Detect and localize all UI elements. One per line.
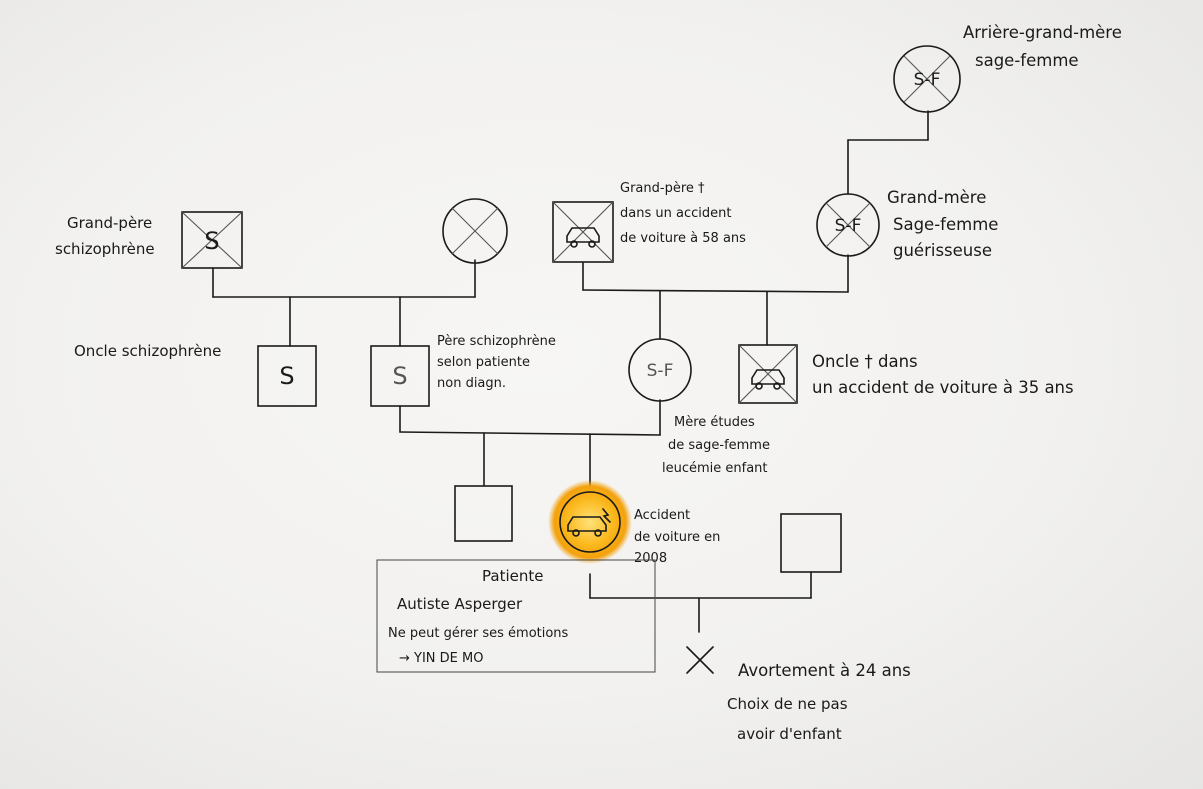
- mother-initials: S-F: [647, 361, 674, 381]
- car-crash-icon: [567, 508, 611, 537]
- grandmother-maternal-symbol: S-F: [816, 193, 880, 257]
- father-label-1: Père schizophrène: [437, 334, 556, 349]
- patient-label-therapy: → YIN DE MO: [399, 651, 483, 666]
- partner-symbol: [780, 513, 842, 573]
- abortion-symbol: [686, 646, 714, 674]
- grandmother-paternal-symbol: [442, 198, 508, 264]
- grandfather-paternal-label-1: Grand-père: [67, 214, 152, 232]
- grandmother-maternal-label-2: Sage-femme: [893, 215, 998, 234]
- great-grandmother-label-2: sage-femme: [975, 51, 1079, 70]
- mother-label-1: Mère études: [674, 415, 755, 430]
- grandmother-maternal-label-3: guérisseuse: [893, 241, 992, 260]
- great-grandmother-symbol: S-F: [893, 45, 961, 113]
- patient-label-title: Patiente: [482, 567, 543, 585]
- grandfather-paternal-label-2: schizophrène: [55, 240, 155, 258]
- patient-label-diagnosis: Autiste Asperger: [397, 595, 523, 613]
- patient-accident-label-2: de voiture en: [634, 530, 720, 545]
- grandfather-maternal-label-1: Grand-père †: [620, 181, 705, 196]
- uncle-paternal-initial: S: [279, 362, 294, 390]
- mother-label-2: de sage-femme: [668, 438, 770, 453]
- car-icon: [566, 227, 600, 248]
- patient-label-emotions: Ne peut gérer ses émotions: [388, 626, 569, 641]
- patient-accident-label-1: Accident: [634, 508, 690, 523]
- car-icon: [751, 369, 785, 390]
- patient-accident-label-3: 2008: [634, 551, 667, 566]
- uncle-maternal-symbol: [738, 344, 798, 404]
- abortion-label-3: avoir d'enfant: [737, 725, 842, 743]
- father-symbol: S: [370, 345, 430, 407]
- sibling-brother-symbol: [454, 485, 513, 542]
- mother-label-3: leucémie enfant: [662, 461, 768, 476]
- father-label-2: selon patiente: [437, 355, 530, 370]
- grandfather-maternal-label-3: de voiture à 58 ans: [620, 231, 746, 246]
- great-grandmother-label-1: Arrière-grand-mère: [963, 23, 1122, 42]
- father-initial: S: [392, 362, 407, 390]
- abortion-label-1: Avortement à 24 ans: [738, 661, 911, 680]
- connection-lines: [212, 110, 929, 633]
- uncle-maternal-label-2: un accident de voiture à 35 ans: [812, 378, 1074, 397]
- grandfather-paternal-symbol: S: [181, 211, 243, 269]
- father-label-3: non diagn.: [437, 376, 506, 391]
- mother-symbol: S-F: [628, 338, 692, 402]
- grandfather-paternal-initial: S: [204, 227, 219, 255]
- uncle-paternal-label: Oncle schizophrène: [74, 342, 221, 360]
- patient-note-box: [376, 559, 656, 673]
- abortion-label-2: Choix de ne pas: [727, 695, 848, 713]
- patient-symbol: [548, 480, 632, 564]
- grandfather-maternal-symbol: [552, 201, 614, 263]
- uncle-paternal-symbol: S: [257, 345, 317, 407]
- grandfather-maternal-label-2: dans un accident: [620, 206, 731, 221]
- grandmother-maternal-initials: S-F: [835, 216, 862, 236]
- great-grandmother-initials: S-F: [914, 70, 941, 90]
- uncle-maternal-label-1: Oncle † dans: [812, 352, 918, 371]
- grandmother-maternal-label-1: Grand-mère: [887, 188, 986, 207]
